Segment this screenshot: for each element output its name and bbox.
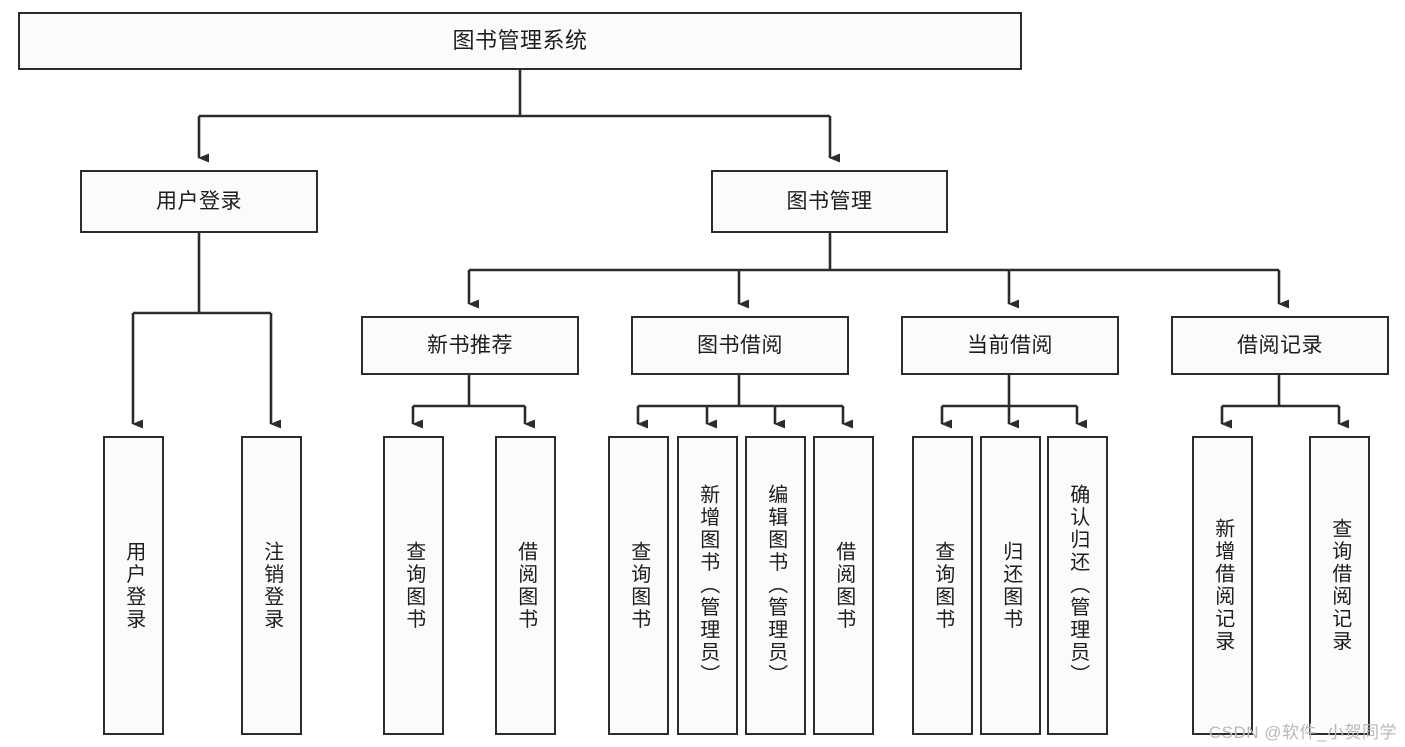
node-leaf-query-record[interactable]: 查询借阅记录 xyxy=(1309,436,1370,735)
node-leaf-borrow-book-2[interactable]: 借阅图书 xyxy=(813,436,874,735)
node-label: 图书管理 xyxy=(786,189,873,213)
node-label: 新增借阅记录 xyxy=(1211,518,1234,653)
node-label: 注销登录 xyxy=(260,540,283,631)
node-root-system[interactable]: 图书管理系统 xyxy=(18,12,1022,70)
node-leaf-query-book-1[interactable]: 查询图书 xyxy=(383,436,444,735)
node-label: 新增图书（管理员） xyxy=(696,484,719,687)
node-current-borrow[interactable]: 当前借阅 xyxy=(901,316,1119,375)
node-book-management[interactable]: 图书管理 xyxy=(711,170,948,233)
node-label: 借阅图书 xyxy=(832,540,855,631)
node-leaf-return-book[interactable]: 归还图书 xyxy=(980,436,1041,735)
node-leaf-query-book-3[interactable]: 查询图书 xyxy=(912,436,973,735)
node-leaf-add-record[interactable]: 新增借阅记录 xyxy=(1192,436,1253,735)
node-leaf-confirm-return[interactable]: 确认归还（管理员） xyxy=(1047,436,1108,735)
node-label: 编辑图书（管理员） xyxy=(764,484,787,687)
node-user-login[interactable]: 用户登录 xyxy=(80,170,318,233)
node-label: 查询借阅记录 xyxy=(1328,518,1351,653)
node-label: 确认归还（管理员） xyxy=(1066,484,1089,687)
node-label: 查询图书 xyxy=(627,540,650,631)
node-leaf-query-book-2[interactable]: 查询图书 xyxy=(608,436,669,735)
node-label: 图书借阅 xyxy=(697,333,783,357)
node-label: 图书管理系统 xyxy=(452,27,588,53)
node-label: 新书推荐 xyxy=(427,333,513,357)
node-label: 查询图书 xyxy=(402,540,425,631)
node-book-borrow[interactable]: 图书借阅 xyxy=(631,316,849,375)
watermark-text: CSDN @软件_小贺同学 xyxy=(1208,723,1397,742)
node-borrow-record[interactable]: 借阅记录 xyxy=(1171,316,1389,375)
node-leaf-edit-book[interactable]: 编辑图书（管理员） xyxy=(745,436,806,735)
node-label: 借阅记录 xyxy=(1237,333,1323,357)
node-label: 归还图书 xyxy=(999,540,1022,631)
node-leaf-user-login[interactable]: 用户登录 xyxy=(103,436,164,735)
node-label: 当前借阅 xyxy=(967,333,1053,357)
node-leaf-borrow-book-1[interactable]: 借阅图书 xyxy=(495,436,556,735)
node-label: 用户登录 xyxy=(122,540,145,631)
node-new-book-recommend[interactable]: 新书推荐 xyxy=(361,316,579,375)
node-leaf-add-book[interactable]: 新增图书（管理员） xyxy=(677,436,738,735)
node-label: 查询图书 xyxy=(931,540,954,631)
node-leaf-logout[interactable]: 注销登录 xyxy=(241,436,302,735)
node-label: 借阅图书 xyxy=(514,540,537,631)
node-label: 用户登录 xyxy=(156,189,242,213)
